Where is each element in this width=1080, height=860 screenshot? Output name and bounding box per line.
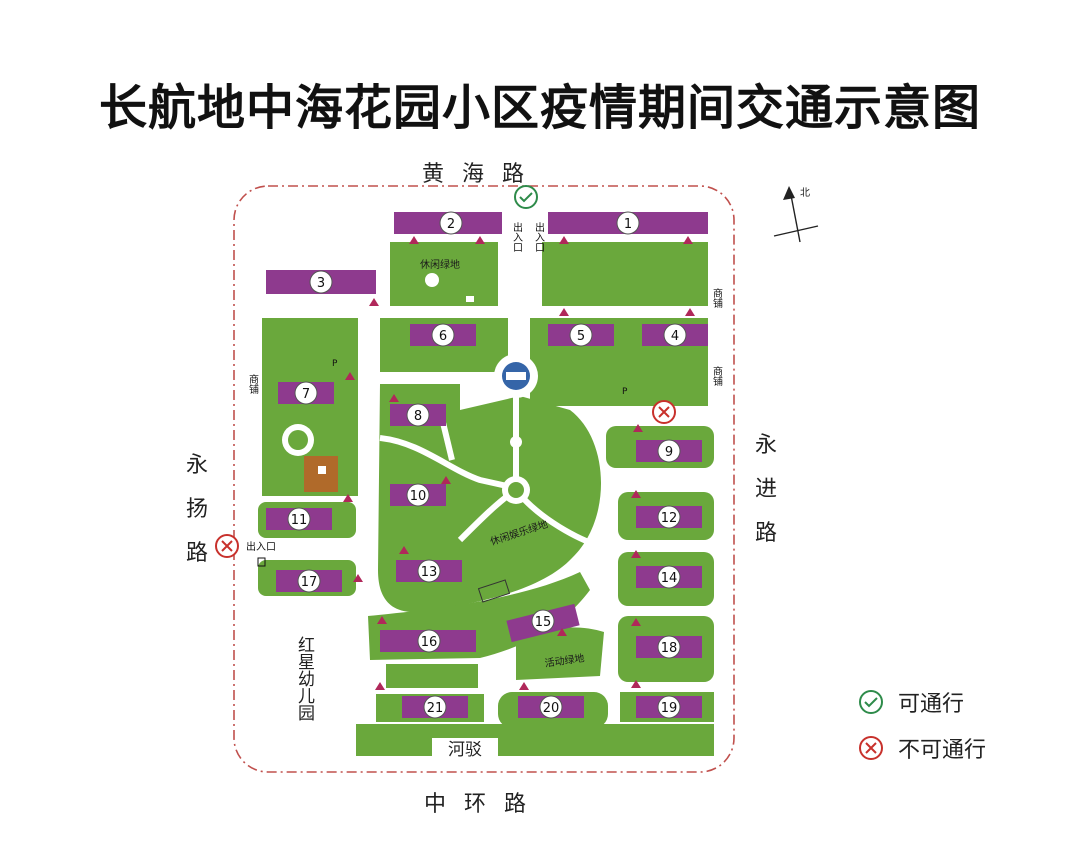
entrance-north-right-label: 出入口 (533, 221, 545, 252)
legend-no-pass: 不可通行 (858, 732, 986, 764)
green-areas (258, 242, 714, 758)
entrance-north-left-label: 出入口 (511, 221, 523, 252)
community-boundary (233, 185, 735, 773)
green-north-right (542, 242, 708, 306)
legend-no-pass-label: 不可通行 (898, 738, 987, 763)
building-number: 4 (671, 329, 679, 344)
green-activity (516, 627, 604, 680)
building-number: 6 (439, 329, 447, 344)
pass-icon (859, 690, 883, 714)
building-number: 5 (577, 329, 585, 344)
building-number: 17 (301, 575, 318, 590)
building-number: 21 (427, 701, 444, 716)
building-number: 19 (661, 701, 678, 716)
building-number: 14 (661, 571, 678, 586)
green-bottom (356, 724, 714, 756)
building-number: 18 (661, 641, 678, 656)
road-west-label: 永扬路 (185, 453, 208, 566)
entrance-markers (343, 236, 695, 690)
legend-pass: 可通行 (858, 686, 964, 718)
river-label: 河驳 (448, 740, 482, 760)
building-number: 7 (302, 387, 310, 402)
no-pass-icon-west (215, 534, 239, 558)
parking-east: P (622, 387, 628, 397)
kindergarten-label: 红星幼儿园 (294, 636, 315, 721)
building-numbers: 1 2 3 4 5 6 7 8 9 10 11 12 13 14 15 16 1… (291, 217, 679, 716)
building-number: 3 (317, 276, 325, 291)
building-number: 2 (447, 217, 455, 232)
green-north-left (390, 242, 498, 306)
legend-pass-label: 可通行 (898, 692, 965, 717)
road-north-label: 黄海路 (422, 162, 543, 187)
shop-east-2-label: 商铺 (711, 365, 723, 387)
green-north-label: 休闲绿地 (420, 258, 460, 271)
building-number: 9 (665, 445, 673, 460)
shop-east-1-label: 商铺 (711, 287, 723, 309)
north-arrow-icon: 北 (773, 186, 819, 243)
building-number: 8 (414, 409, 422, 424)
road-east-label: 永进路 (754, 433, 777, 546)
building-number: 16 (421, 635, 438, 650)
entrance-west-label: 出入口 (246, 540, 276, 553)
green-south-small (386, 664, 478, 688)
building-number: 20 (543, 701, 560, 716)
pass-icon-north (514, 185, 538, 209)
map-title: 长航地中海花园小区疫情期间交通示意图 (98, 80, 981, 136)
building-number: 12 (661, 511, 678, 526)
parking-west: P (332, 359, 338, 369)
building-number: 11 (291, 513, 308, 528)
building-number: 10 (410, 489, 427, 504)
green-west-top (262, 318, 358, 378)
building-number: 1 (624, 217, 632, 232)
building-number-circles (287, 211, 687, 719)
building-number: 15 (535, 615, 552, 630)
no-pass-icon-east (652, 400, 676, 424)
road-south-label: 中环路 (424, 792, 545, 817)
building-number: 13 (421, 565, 438, 580)
green-central (378, 384, 602, 612)
shop-west-label: 商铺 (247, 373, 259, 395)
north-label: 北 (800, 187, 810, 199)
kindergarten-area (258, 612, 354, 758)
no-pass-icon (859, 736, 883, 760)
